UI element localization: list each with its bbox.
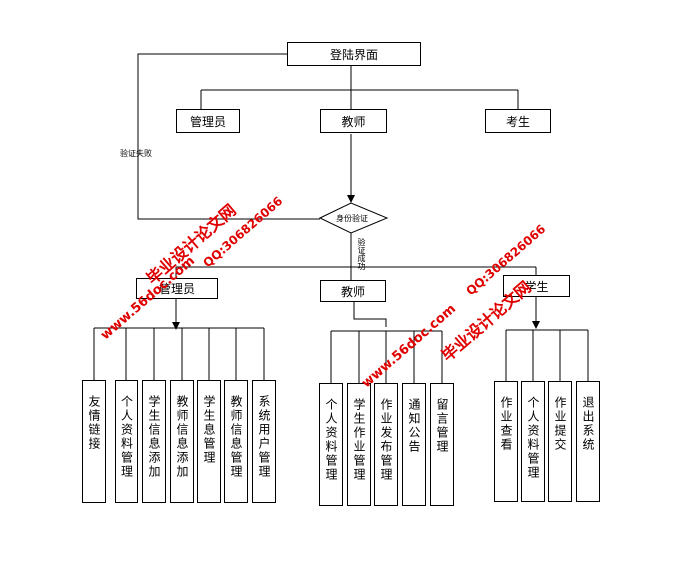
- teacher-module-messages: 留言管理: [430, 383, 454, 506]
- student-module-exit: 退出系统: [576, 381, 600, 502]
- role-admin-box: 管理员: [136, 278, 218, 299]
- student-module-profile: 个人资料管理: [521, 381, 545, 502]
- admin-module-profile: 个人资料管理: [115, 380, 138, 503]
- top-admin-label: 管理员: [189, 114, 226, 129]
- teacher-module-profile: 个人资料管理: [319, 383, 343, 506]
- top-teacher-box: 教师: [320, 109, 387, 133]
- role-student-label: 学生: [524, 279, 549, 294]
- login-screen-label: 登陆界面: [329, 47, 378, 62]
- admin-module-system-users: 系统用户管理: [252, 380, 276, 503]
- login-screen-box: 登陆界面: [287, 42, 421, 66]
- student-module-submit: 作业提交: [548, 381, 572, 502]
- role-admin-label: 管理员: [158, 282, 195, 296]
- role-student-box: 学生: [503, 275, 570, 297]
- admin-module-add-teacher: 教师信息添加: [170, 380, 194, 503]
- fail-label: 验证失败: [120, 149, 152, 158]
- student-module-view: 作业查看: [494, 381, 518, 502]
- role-teacher-box: 教师: [320, 280, 386, 302]
- teacher-module-publish: 作业发布管理: [374, 383, 398, 506]
- admin-module-links: 友情链接: [82, 380, 106, 503]
- admin-module-teacher-manage: 教师信息管理: [224, 380, 248, 503]
- decision-label: 身份验证: [336, 214, 368, 223]
- decision-diamond: [318, 202, 389, 234]
- admin-module-student-manage: 学生息管理: [197, 380, 221, 503]
- top-examinee-box: 考生: [485, 109, 551, 133]
- top-admin-box: 管理员: [176, 109, 240, 133]
- role-teacher-label: 教师: [340, 284, 365, 299]
- top-teacher-label: 教师: [341, 114, 366, 129]
- top-examinee-label: 考生: [505, 114, 530, 129]
- success-label: 验证成功: [357, 238, 366, 270]
- teacher-module-homework: 学生作业管理: [347, 383, 371, 506]
- teacher-module-notice: 通知公告: [402, 383, 426, 506]
- admin-module-add-student: 学生信息添加: [142, 380, 166, 503]
